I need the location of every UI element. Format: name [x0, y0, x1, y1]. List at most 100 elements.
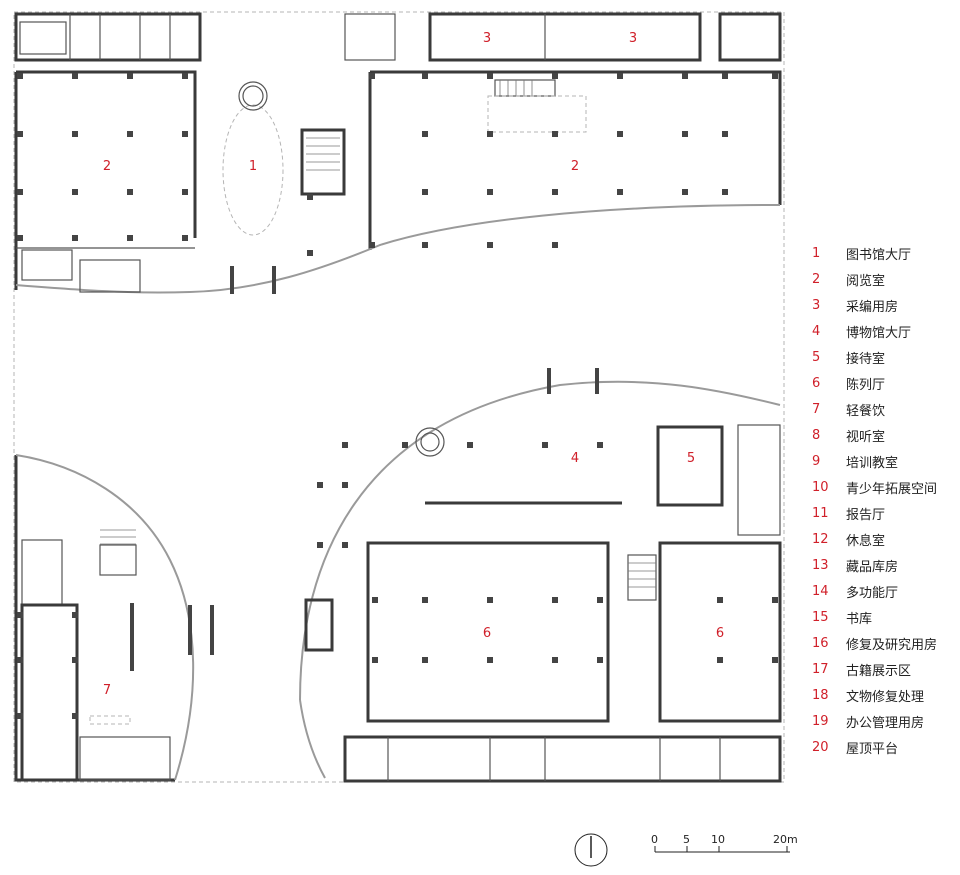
room-number-editing-left: 3: [483, 31, 491, 46]
room-labels: 1 2 2 3 3 4 5 6 6 7: [103, 31, 724, 698]
column: [342, 442, 348, 448]
reception-room: [656, 425, 724, 507]
room-number-reading-left: 2: [103, 159, 111, 174]
column: [182, 73, 188, 79]
scale-tick-0: 0: [651, 833, 658, 846]
room-number-reading-right: 2: [571, 159, 579, 174]
cafe-service-rooms: [20, 603, 79, 782]
column: [182, 189, 188, 195]
column: [17, 73, 23, 79]
column: [487, 131, 493, 137]
column: [182, 131, 188, 137]
column: [72, 73, 78, 79]
column: [422, 657, 428, 663]
legend-label: 图书馆大厅: [846, 247, 912, 263]
legend-label: 修复及研究用房: [846, 637, 938, 653]
column: [17, 713, 23, 719]
legend-number: 3: [812, 297, 821, 313]
column: [772, 657, 778, 663]
column: [617, 189, 623, 195]
column: [682, 189, 688, 195]
cafe-outer-walls: [14, 455, 175, 782]
legend-label: 报告厅: [846, 507, 886, 523]
column: [717, 657, 723, 663]
scale-tick-10: 10: [711, 833, 725, 846]
legend-label: 采编用房: [846, 299, 899, 315]
column: [307, 250, 313, 256]
column: [127, 131, 133, 137]
column: [127, 73, 133, 79]
scale-bar: 0 5 10 20m: [651, 833, 798, 853]
column: [552, 242, 558, 248]
column: [17, 131, 23, 137]
column: [422, 131, 428, 137]
column: [617, 73, 623, 79]
structural-columns: [17, 73, 778, 719]
column: [552, 131, 558, 137]
north-arrow-icon: [574, 833, 608, 867]
column: [617, 131, 623, 137]
editing-rooms-strip: [428, 12, 702, 62]
legend-number: 15: [812, 609, 829, 625]
legend-number: 8: [812, 427, 821, 443]
column: [369, 73, 375, 79]
cafe-curved-facade: [15, 454, 195, 781]
column: [422, 73, 428, 79]
legend-item: 3 采编用房: [812, 292, 952, 318]
legend-label: 多功能厅: [846, 585, 899, 601]
lobby-oval: [222, 104, 284, 236]
room-number-library-hall: 1: [249, 159, 257, 174]
column: [597, 442, 603, 448]
column: [487, 73, 493, 79]
column: [722, 131, 728, 137]
legend-label: 休息室: [846, 533, 886, 549]
column: [317, 542, 323, 548]
legend-number: 10: [812, 479, 829, 495]
column: [487, 242, 493, 248]
column: [17, 612, 23, 618]
legend-number: 17: [812, 661, 829, 677]
column: [422, 597, 428, 603]
legend-number: 20: [812, 739, 829, 755]
column: [307, 194, 313, 200]
room-number-editing-right: 3: [629, 31, 637, 46]
column: [772, 73, 778, 79]
legend-label: 屋顶平台: [846, 741, 899, 757]
column: [72, 131, 78, 137]
library-block: [14, 12, 782, 294]
legend-label: 陈列厅: [846, 377, 886, 393]
legend-number: 5: [812, 349, 821, 365]
legend-item: 2 阅览室: [812, 266, 952, 292]
legend-label: 视听室: [846, 429, 886, 445]
legend-item: 12 休息室: [812, 526, 952, 552]
library-curved-facade: [189, 204, 781, 293]
legend-number: 6: [812, 375, 821, 391]
exhibition-hall-left: [366, 541, 610, 723]
column: [127, 235, 133, 241]
column: [597, 597, 603, 603]
legend-label: 阅览室: [846, 273, 886, 289]
legend-number: 11: [812, 505, 829, 521]
lobby-stair-core: [300, 128, 346, 196]
column: [597, 657, 603, 663]
column: [422, 242, 428, 248]
room-number-exhibition-left: 6: [483, 626, 491, 641]
legend-number: 2: [812, 271, 821, 287]
scale-tick-5: 5: [683, 833, 690, 846]
legend-item: 6 陈列厅: [812, 370, 952, 396]
column: [342, 542, 348, 548]
exhibition-hall-right: [658, 541, 782, 723]
column: [17, 657, 23, 663]
column: [552, 189, 558, 195]
legend-number: 12: [812, 531, 829, 547]
column: [717, 597, 723, 603]
legend-number: 7: [812, 401, 821, 417]
